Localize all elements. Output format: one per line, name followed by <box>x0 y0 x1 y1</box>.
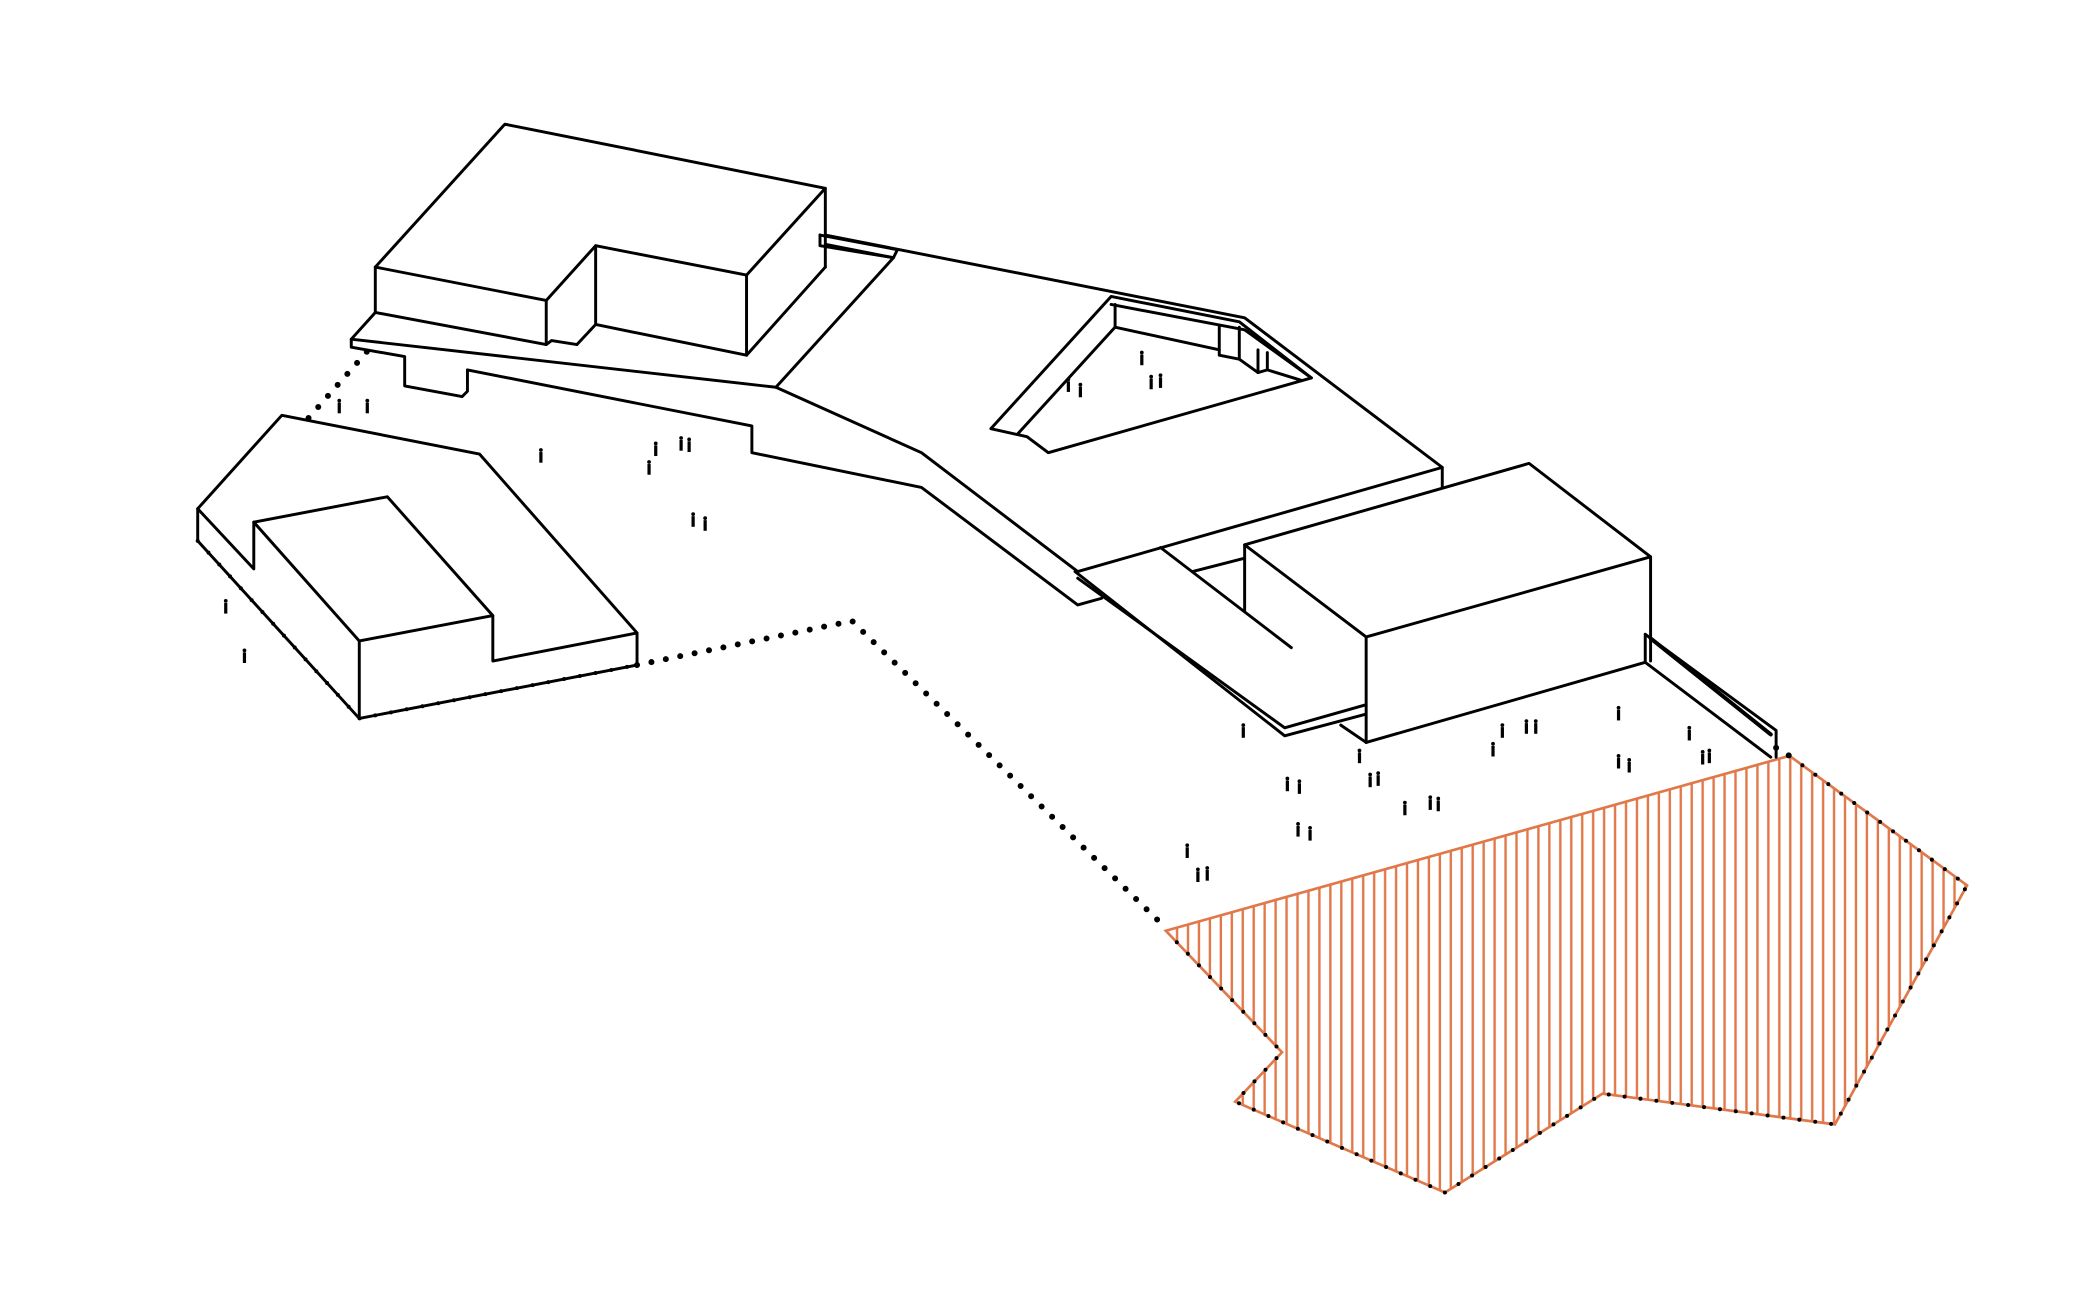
person-figure <box>1285 776 1290 792</box>
person-figure <box>1297 779 1302 794</box>
person-figure <box>1403 800 1407 816</box>
person-figure <box>1241 723 1246 738</box>
person-figure <box>1428 795 1433 810</box>
person-figure <box>1308 826 1312 841</box>
sunken-courtyard <box>989 294 1313 455</box>
person-figure <box>223 599 228 614</box>
person-figure <box>1436 796 1441 812</box>
hatched-site-area <box>1163 753 1970 1195</box>
person-figure <box>1376 771 1381 786</box>
person-figure <box>337 398 342 414</box>
person-figure <box>1627 757 1632 773</box>
people-figures <box>223 350 1712 883</box>
person-figure <box>1616 753 1621 769</box>
person-figure <box>1524 719 1529 734</box>
person-figure <box>691 512 695 527</box>
building-west-block <box>196 413 639 720</box>
person-figure <box>1185 843 1190 858</box>
person-figure <box>1158 373 1163 388</box>
person-figure <box>653 441 658 457</box>
person-figure <box>703 516 708 531</box>
person-figure <box>1500 723 1505 738</box>
ramp <box>1073 546 1367 738</box>
person-figure <box>1491 741 1495 757</box>
person-figure <box>687 437 691 453</box>
person-figure <box>242 648 247 664</box>
building-north-block <box>373 122 827 357</box>
person-figure <box>1066 377 1071 392</box>
person-figure <box>1368 772 1373 788</box>
person-figure <box>647 460 651 475</box>
person-figure <box>1357 748 1362 764</box>
person-figure <box>1616 705 1621 721</box>
person-figure <box>679 436 683 451</box>
person-figure <box>1700 749 1705 765</box>
building-east-block <box>1243 461 1778 759</box>
person-figure <box>1707 748 1712 764</box>
person-figure <box>365 398 370 414</box>
person-figure <box>539 448 543 463</box>
person-figure <box>1687 725 1692 741</box>
person-figure <box>1149 374 1154 390</box>
podium-deck <box>349 233 1444 607</box>
person-figure <box>1296 822 1300 837</box>
person-figure <box>1078 382 1083 398</box>
person-figure <box>1205 866 1210 881</box>
person-figure <box>1533 719 1538 734</box>
person-figure <box>1139 350 1144 366</box>
person-figure <box>1196 867 1200 883</box>
